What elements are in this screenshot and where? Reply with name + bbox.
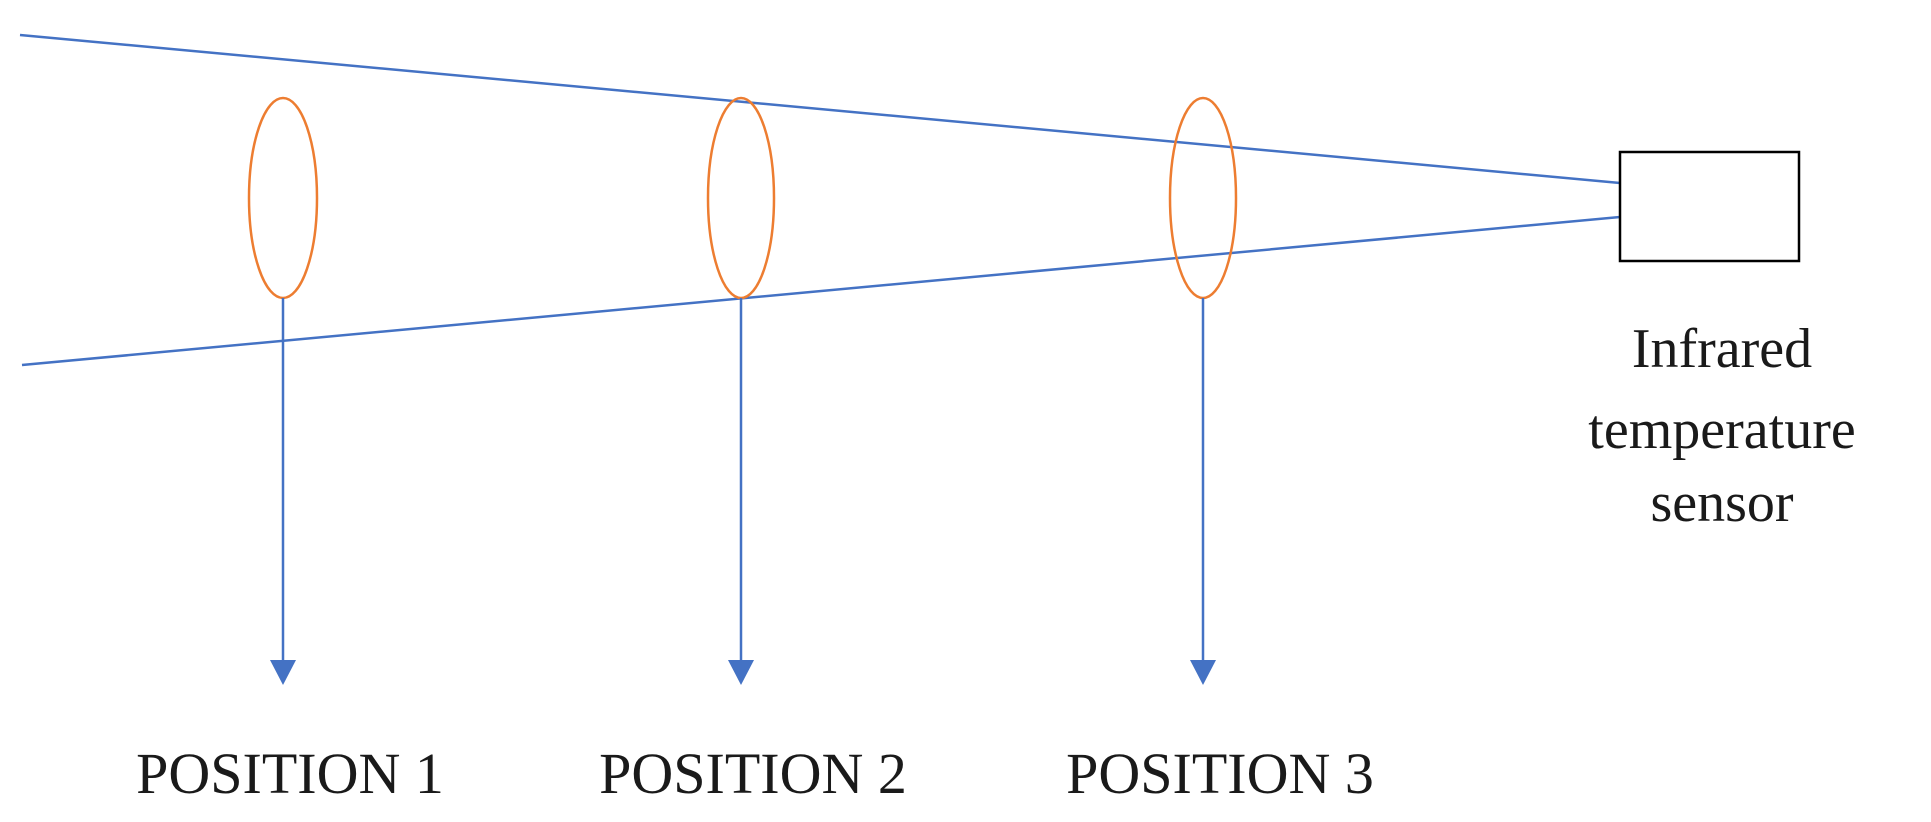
position-label-3: POSITION 3 <box>1066 741 1374 806</box>
lens-ellipse-position-2 <box>706 96 776 300</box>
lens-ellipse-position-3 <box>1168 96 1238 300</box>
position-label-1: POSITION 1 <box>136 741 444 806</box>
sensor-box <box>1618 150 1801 263</box>
sensor-label-line-2: temperature <box>1588 399 1855 461</box>
beam-upper-line <box>19 33 1621 185</box>
arrowhead-position-1 <box>270 660 296 685</box>
sensor-label-line-3: sensor <box>1650 472 1793 534</box>
lens-ellipse-position-1 <box>247 96 319 300</box>
position-label-2: POSITION 2 <box>599 741 907 806</box>
arrowhead-position-2 <box>728 660 754 685</box>
arrowhead-position-3 <box>1190 660 1216 685</box>
sensor-label-line-1: Infrared <box>1632 318 1812 380</box>
beam-lower-line <box>21 215 1621 367</box>
